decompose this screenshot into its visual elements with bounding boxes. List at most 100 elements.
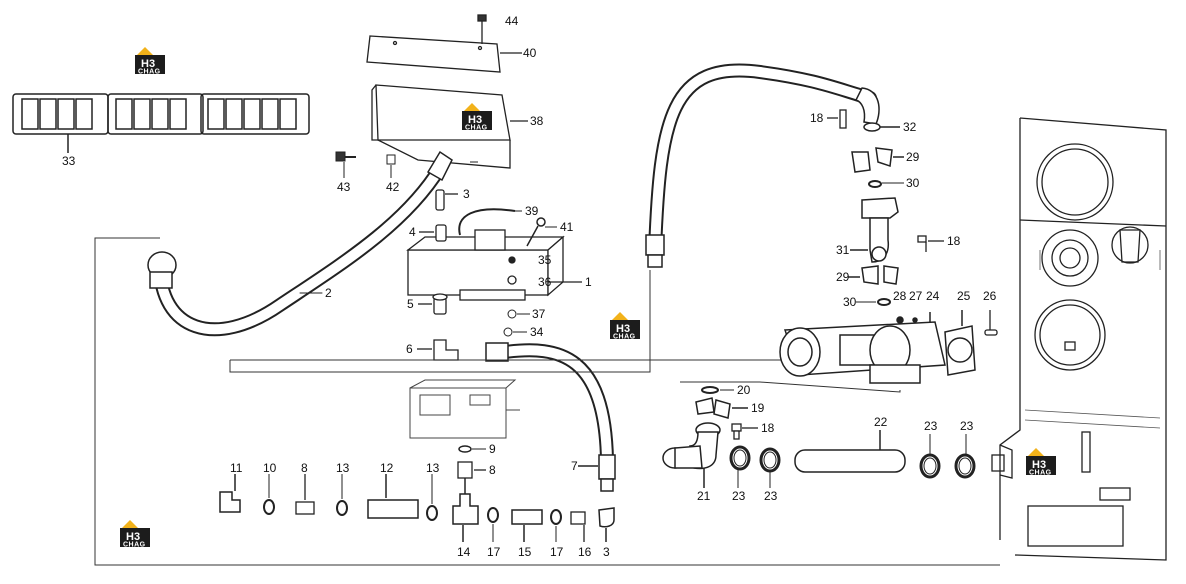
callout-13b: 13 bbox=[426, 461, 440, 475]
callout-32: 32 bbox=[903, 120, 917, 134]
brand-logo bbox=[1026, 448, 1056, 477]
oring-13a bbox=[336, 474, 348, 516]
callout-2: 2 bbox=[325, 286, 332, 300]
tee-14 bbox=[452, 478, 479, 542]
callout-23a: 23 bbox=[924, 419, 938, 433]
callout-42: 42 bbox=[386, 180, 400, 194]
hose-top bbox=[648, 63, 877, 257]
callout-19: 19 bbox=[751, 401, 765, 415]
frame-lines bbox=[94, 237, 1000, 566]
callout-23d: 23 bbox=[764, 489, 778, 503]
callout-31: 31 bbox=[836, 243, 850, 257]
callout-34: 34 bbox=[530, 325, 544, 339]
clamp-29 bbox=[851, 147, 904, 173]
callout-18b: 18 bbox=[947, 234, 961, 248]
bolt-18 bbox=[827, 109, 847, 129]
callout-14: 14 bbox=[457, 545, 471, 559]
callout-18a: 18 bbox=[810, 111, 824, 125]
callout-8a: 8 bbox=[489, 463, 496, 477]
callout-1: 1 bbox=[585, 275, 592, 289]
cover-plate-40 bbox=[366, 14, 522, 73]
callout-38: 38 bbox=[530, 114, 544, 128]
callout-12: 12 bbox=[380, 461, 394, 475]
callout-8b: 8 bbox=[301, 461, 308, 475]
nut-42 bbox=[386, 154, 396, 178]
callout-7: 7 bbox=[571, 459, 578, 473]
callout-28: 28 bbox=[893, 289, 907, 303]
oring-30 bbox=[868, 180, 904, 188]
callout-27: 27 bbox=[909, 289, 923, 303]
callout-20: 20 bbox=[737, 383, 751, 397]
callout-43: 43 bbox=[337, 180, 351, 194]
elbow-3b bbox=[598, 507, 615, 542]
valve-unit-1 bbox=[406, 229, 582, 301]
clamp-23b bbox=[759, 447, 781, 488]
clamp-29b bbox=[848, 265, 899, 285]
brand-logo bbox=[610, 312, 640, 341]
callout-11: 11 bbox=[230, 461, 243, 475]
fitting-4 bbox=[419, 224, 447, 242]
fitting-3 bbox=[435, 189, 458, 211]
hose-fitting-top bbox=[645, 87, 900, 268]
callout-labels: 44 40 38 33 43 42 3 39 41 4 35 36 1 2 5 … bbox=[62, 14, 997, 559]
clamp-19 bbox=[695, 397, 748, 419]
bolt-18b bbox=[917, 235, 944, 252]
callout-22: 22 bbox=[874, 415, 888, 429]
tube-12 bbox=[367, 474, 419, 519]
hose-fitting-2 bbox=[147, 150, 453, 289]
fitting-5 bbox=[418, 293, 448, 315]
callout-30a: 30 bbox=[906, 176, 920, 190]
elbow-21 bbox=[662, 422, 721, 488]
callout-17b: 17 bbox=[550, 545, 564, 559]
elbow-6 bbox=[417, 339, 459, 361]
fitting-8b bbox=[295, 474, 315, 515]
callout-3a: 3 bbox=[463, 187, 470, 201]
callout-30b: 30 bbox=[843, 295, 857, 309]
callout-3b: 3 bbox=[603, 545, 610, 559]
hose-7 bbox=[498, 343, 614, 467]
bolt-18c bbox=[731, 423, 758, 440]
callout-23b: 23 bbox=[960, 419, 974, 433]
callout-17a: 17 bbox=[487, 545, 501, 559]
callout-6: 6 bbox=[406, 342, 413, 356]
callout-40: 40 bbox=[523, 46, 537, 60]
callout-35: 35 bbox=[538, 253, 552, 267]
oring-30b bbox=[856, 298, 891, 306]
adapter-plate-25 bbox=[944, 310, 976, 376]
flange-31 bbox=[850, 197, 899, 263]
callout-5: 5 bbox=[407, 297, 414, 311]
key-26 bbox=[984, 310, 998, 336]
callout-4: 4 bbox=[409, 225, 416, 239]
tank-frame bbox=[991, 117, 1167, 561]
seal-37 bbox=[507, 309, 530, 319]
battery-pack-33 bbox=[12, 93, 310, 153]
callout-29a: 29 bbox=[906, 150, 920, 164]
elbow-11 bbox=[219, 474, 241, 513]
oring-13b bbox=[426, 474, 438, 521]
callout-29b: 29 bbox=[836, 270, 850, 284]
pump-24 bbox=[779, 312, 946, 384]
sleeve-22 bbox=[794, 430, 906, 473]
brand-logo bbox=[462, 103, 492, 132]
callout-36: 36 bbox=[538, 275, 552, 289]
callout-13a: 13 bbox=[336, 461, 350, 475]
wire-39 bbox=[458, 208, 522, 236]
oring-17b bbox=[550, 509, 562, 542]
callout-15: 15 bbox=[518, 545, 532, 559]
fitting-8a bbox=[457, 461, 486, 479]
hose-fitting-7 bbox=[485, 342, 616, 492]
hose-2 bbox=[153, 161, 447, 337]
callout-33: 33 bbox=[62, 154, 76, 168]
callout-24: 24 bbox=[926, 289, 940, 303]
callout-39: 39 bbox=[525, 204, 539, 218]
tank-frame-inner bbox=[1024, 250, 1161, 429]
handle-41 bbox=[526, 217, 557, 247]
clamp-23a bbox=[729, 445, 751, 488]
callout-41: 41 bbox=[560, 220, 574, 234]
bolt-43 bbox=[335, 151, 356, 178]
callout-23c: 23 bbox=[732, 489, 746, 503]
tube-15 bbox=[511, 509, 543, 542]
callout-18c: 18 bbox=[761, 421, 775, 435]
callout-16: 16 bbox=[578, 545, 592, 559]
